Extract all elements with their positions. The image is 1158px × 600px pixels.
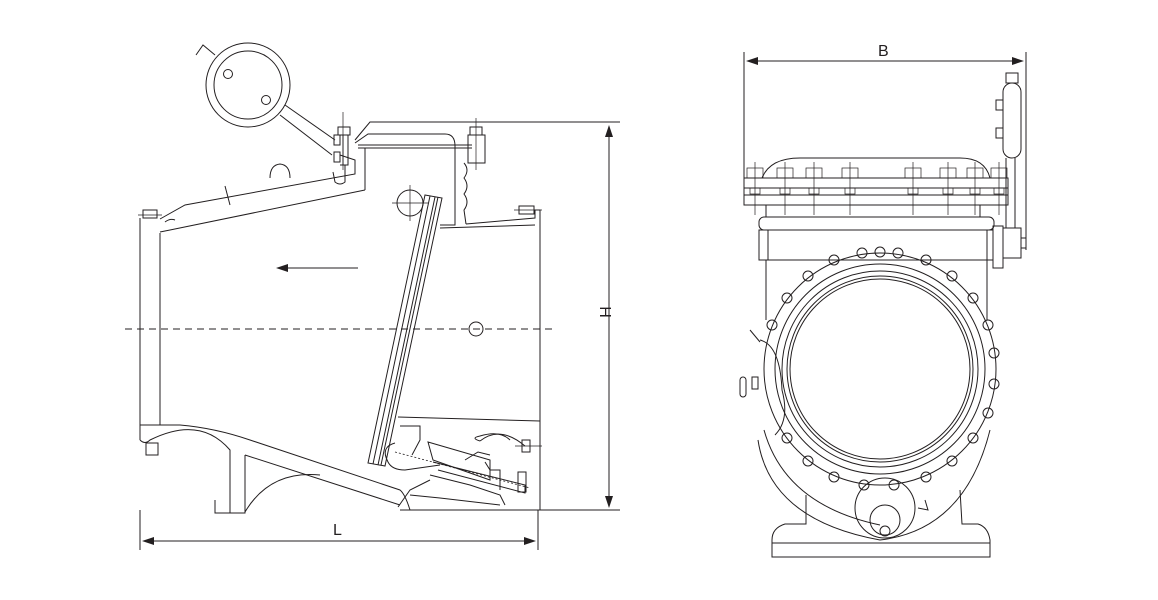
counterweight-lever — [195, 42, 336, 156]
disc — [367, 185, 443, 467]
lower-body — [139, 416, 620, 514]
front-body — [739, 246, 1000, 558]
top-cover — [333, 112, 620, 226]
bottom-mechanism — [384, 425, 542, 506]
dimension-label-b: B — [878, 43, 889, 60]
front-view: B — [739, 43, 1027, 558]
upper-body — [138, 154, 542, 510]
dimension-l: L — [139, 510, 539, 550]
dimension-h: H — [596, 125, 613, 508]
cover-bolts — [746, 162, 1008, 215]
flow-arrow — [276, 264, 358, 272]
front-top-cover — [743, 157, 1009, 269]
front-counterweight — [995, 72, 1027, 259]
dimension-b: B — [743, 43, 1027, 250]
flange-bolt-holes — [766, 246, 1000, 491]
dimension-label-h: H — [596, 306, 613, 318]
side-section-view: L H — [125, 42, 620, 550]
dimension-label-l: L — [333, 522, 342, 539]
